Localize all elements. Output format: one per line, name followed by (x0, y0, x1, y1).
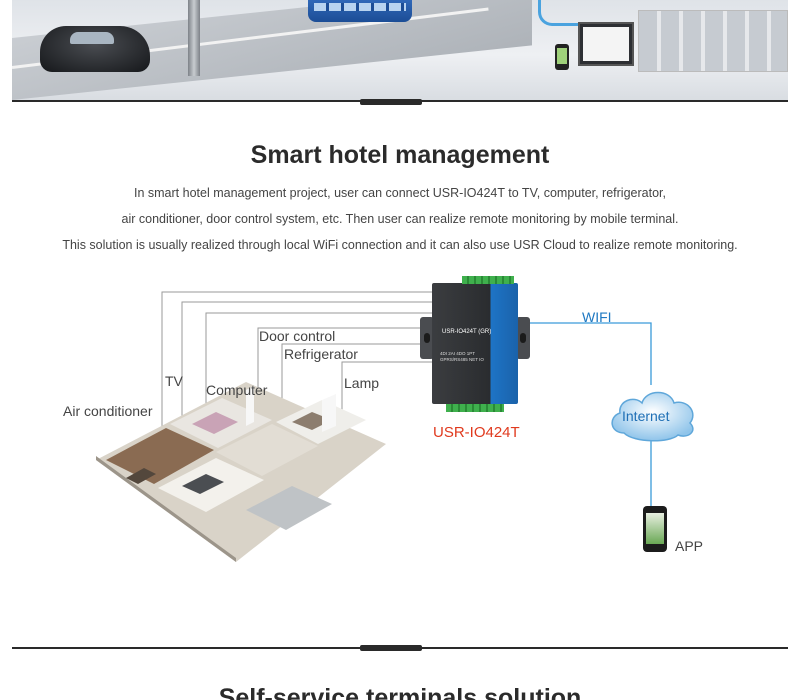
terminal-block-top (462, 276, 514, 284)
device-name-label: USR-IO424T (433, 424, 520, 441)
monitor-icon (578, 22, 634, 66)
street-pole-image (188, 0, 200, 76)
section-divider-tab (360, 99, 422, 105)
label-computer: Computer (206, 382, 268, 398)
connector-tv (181, 301, 432, 418)
device-body (432, 283, 518, 404)
cloud-icon (611, 391, 694, 442)
description-line-3: This solution is usually realized throug… (62, 238, 738, 252)
mounting-ear-right (516, 317, 530, 359)
smartphone-icon (643, 506, 667, 552)
car-image (40, 26, 150, 72)
smartphone-screen (646, 513, 664, 544)
bus-image (308, 0, 412, 22)
app-label: APP (675, 538, 704, 554)
internet-label: Internet (622, 408, 670, 424)
connection-line (538, 0, 578, 26)
wifi-label: WIFI (582, 309, 612, 325)
connector-refrigerator (281, 343, 432, 414)
description-line-2: air conditioner, door control system, et… (121, 212, 679, 226)
hotel-floorplan-image (96, 382, 386, 562)
previous-section-banner (12, 0, 788, 100)
mounting-ear-left (420, 317, 434, 359)
next-section-title: Self-service terminals solution (218, 684, 582, 700)
label-tv: TV (165, 373, 183, 389)
description-line-1: In smart hotel management project, user … (134, 186, 666, 200)
label-refrigerator: Refrigerator (284, 346, 358, 362)
section-divider-tab-bottom (360, 645, 422, 651)
label-lamp: Lamp (344, 375, 380, 391)
connector-air-conditioner (161, 291, 432, 432)
connector-wifi (519, 322, 652, 385)
connector-lamp (341, 361, 432, 420)
device-model-text: USR-IO424T (GR) (442, 329, 492, 335)
control-room-image (638, 10, 788, 72)
section-title: Smart hotel management (250, 141, 550, 169)
label-door-control: Door control (259, 328, 336, 344)
terminal-block-bottom (446, 404, 504, 412)
label-air-conditioner: Air conditioner (63, 403, 153, 419)
connector-computer (205, 312, 432, 428)
mobile-phone-icon (555, 44, 569, 70)
